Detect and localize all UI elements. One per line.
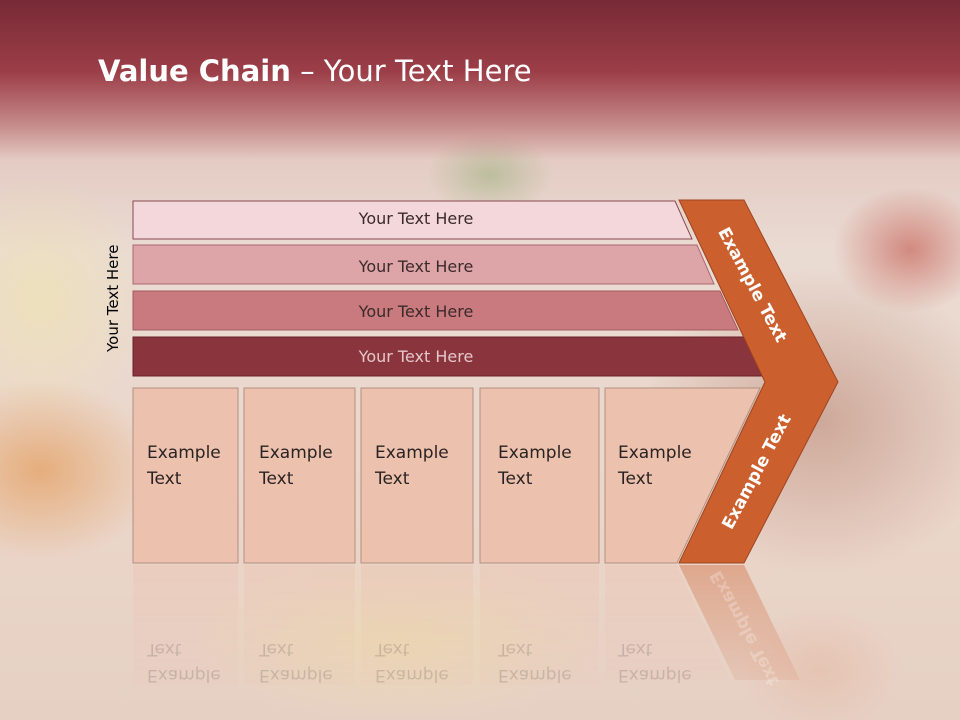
box-5-reflection-line1: Example (618, 665, 692, 685)
box-5-line1: Example (618, 443, 692, 463)
box-5-reflection: Example Text (618, 636, 692, 688)
box-1 (132, 387, 239, 564)
slide-title: Value Chain – Your Text Here (98, 54, 532, 88)
box-2-label: Example Text (259, 440, 333, 492)
box-2-reflection-line1: Example (259, 665, 333, 685)
box-3-line1: Example (375, 443, 449, 463)
bar-3 (132, 290, 739, 331)
box-3-reflection: Example Text (375, 636, 449, 688)
box-2-reflection: Example Text (259, 636, 333, 688)
box-5-label: Example Text (618, 440, 692, 492)
box-3 (360, 387, 474, 564)
box-2-line1: Example (259, 443, 333, 463)
bar-1-label: Your Text Here (358, 209, 474, 228)
box-2-line2: Text (259, 469, 294, 489)
title-rest: – Your Text Here (290, 54, 532, 88)
box-1-line1: Example (147, 443, 221, 463)
title-band (0, 0, 960, 160)
box-3-reflection-line2: Text (375, 639, 410, 659)
box-3-line2: Text (375, 469, 410, 489)
box-4-reflection-line1: Example (498, 665, 572, 685)
box-1-label: Example Text (147, 440, 221, 492)
box-3-label: Example Text (375, 440, 449, 492)
bar-2 (132, 244, 715, 285)
box-5-reflection-line2: Text (618, 639, 653, 659)
diagram-reflection (133, 565, 800, 685)
bar-3-label: Your Text Here (358, 302, 474, 321)
bar-1 (132, 200, 693, 240)
chevron-arrow (678, 199, 839, 564)
box-5-line2: Text (618, 469, 653, 489)
box-4-label: Example Text (498, 440, 572, 492)
title-bold: Value Chain (98, 54, 291, 88)
bar-2-label: Your Text Here (358, 257, 474, 276)
bar-4-label: Your Text Here (358, 347, 474, 366)
box-3-reflection-line1: Example (375, 665, 449, 685)
box-2 (243, 387, 356, 564)
box-1-reflection-line1: Example (147, 665, 221, 685)
box-1-reflection: Example Text (147, 636, 221, 688)
box-5 (604, 387, 761, 564)
box-4-reflection: Example Text (498, 636, 572, 688)
box-4-reflection-line2: Text (498, 639, 533, 659)
box-4-line1: Example (498, 443, 572, 463)
box-4-line2: Text (498, 469, 533, 489)
box-4 (479, 387, 600, 564)
box-2-reflection-line2: Text (259, 639, 294, 659)
box-1-line2: Text (147, 469, 182, 489)
box-1-reflection-line2: Text (147, 639, 182, 659)
